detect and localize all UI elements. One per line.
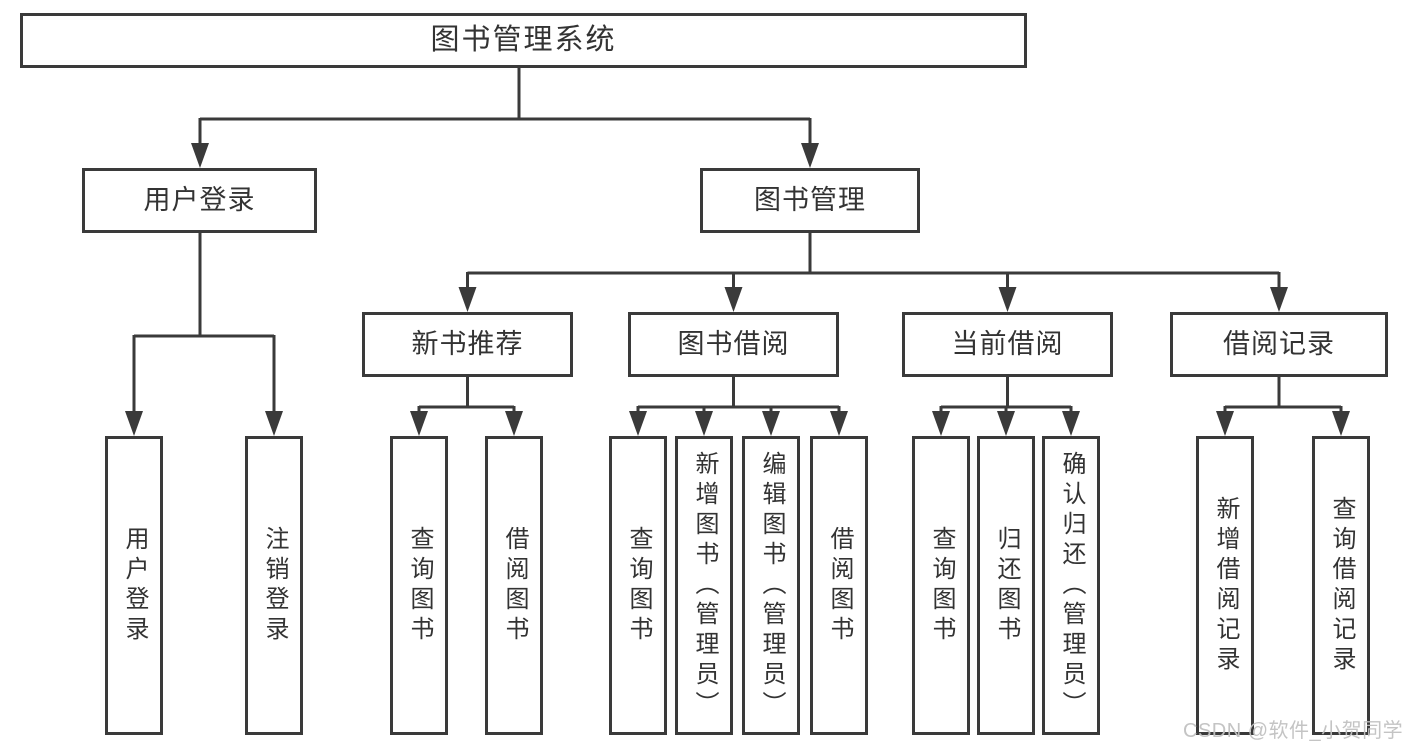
node-label: 编辑图书（管理员） bbox=[758, 450, 785, 721]
leaf-borrow-books-borrowing: 借阅图书 bbox=[810, 436, 868, 735]
arrowheads bbox=[125, 143, 1350, 436]
leaf-query-books-current: 查询图书 bbox=[912, 436, 970, 735]
node-label: 查询图书 bbox=[625, 525, 652, 646]
node-label: 用户登录 bbox=[143, 185, 256, 215]
node-library-system: 图书管理系统 bbox=[20, 13, 1027, 68]
node-label: 确认归还（管理员） bbox=[1058, 450, 1085, 721]
leaf-query-borrow-record: 查询借阅记录 bbox=[1312, 436, 1370, 735]
node-label: 借阅图书 bbox=[826, 525, 853, 646]
node-label: 图书管理 bbox=[754, 185, 866, 215]
node-label: 借阅记录 bbox=[1223, 329, 1335, 359]
node-new-book-recommend: 新书推荐 bbox=[362, 312, 573, 377]
node-label: 查询借阅记录 bbox=[1328, 495, 1355, 676]
node-label: 借阅图书 bbox=[501, 525, 528, 646]
node-label: 当前借阅 bbox=[951, 329, 1064, 359]
leaf-return-book: 归还图书 bbox=[977, 436, 1035, 735]
node-book-borrowing: 图书借阅 bbox=[628, 312, 839, 377]
watermark-text: CSDN @软件_小贺同学 bbox=[1183, 720, 1404, 742]
node-label: 新书推荐 bbox=[411, 329, 524, 359]
node-book-management: 图书管理 bbox=[700, 168, 920, 233]
node-label: 用户登录 bbox=[121, 525, 148, 646]
node-label: 注销登录 bbox=[261, 525, 288, 646]
node-user-login: 用户登录 bbox=[82, 168, 317, 233]
leaf-user-login: 用户登录 bbox=[105, 436, 163, 735]
leaf-add-book-admin: 新增图书（管理员） bbox=[675, 436, 733, 735]
node-label: 图书管理系统 bbox=[430, 24, 617, 56]
leaf-query-books-recommend: 查询图书 bbox=[390, 436, 448, 735]
node-current-borrowing: 当前借阅 bbox=[902, 312, 1113, 377]
leaf-add-borrow-record: 新增借阅记录 bbox=[1196, 436, 1254, 735]
leaf-logout: 注销登录 bbox=[245, 436, 303, 735]
leaf-confirm-return-admin: 确认归还（管理员） bbox=[1042, 436, 1100, 735]
node-label: 图书借阅 bbox=[677, 329, 790, 359]
leaf-edit-book-admin: 编辑图书（管理员） bbox=[742, 436, 800, 735]
leaf-borrow-books-recommend: 借阅图书 bbox=[485, 436, 543, 735]
node-label: 新增图书（管理员） bbox=[691, 450, 718, 721]
node-label: 归还图书 bbox=[993, 525, 1020, 646]
node-label: 新增借阅记录 bbox=[1212, 495, 1239, 676]
node-label: 查询图书 bbox=[406, 525, 433, 646]
node-label: 查询图书 bbox=[928, 525, 955, 646]
node-borrowing-records: 借阅记录 bbox=[1170, 312, 1388, 377]
leaf-query-books-borrowing: 查询图书 bbox=[609, 436, 667, 735]
